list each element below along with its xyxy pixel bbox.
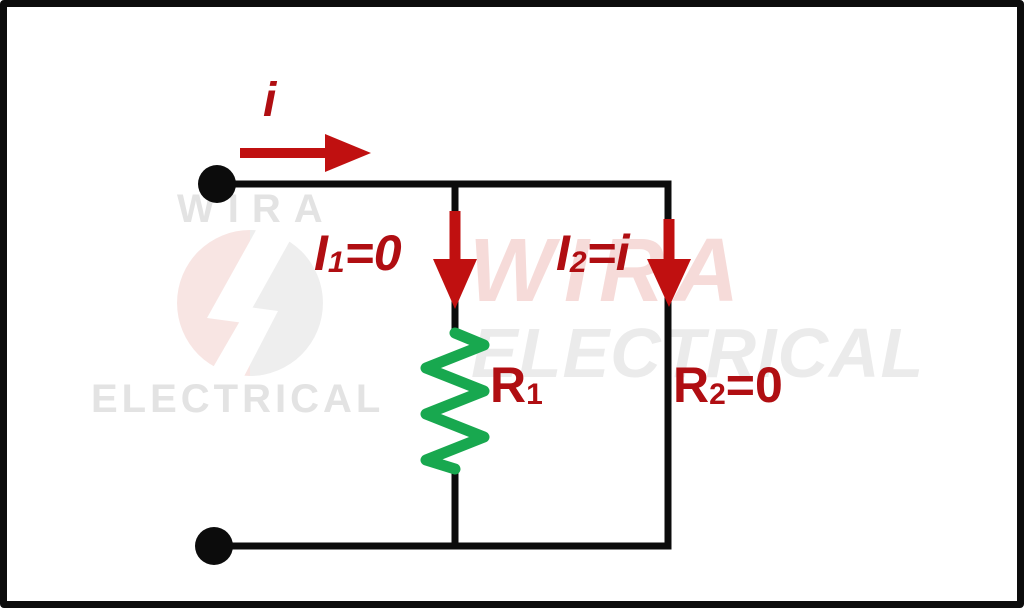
watermark-logo-electrical-text: ELECTRICAL	[91, 377, 385, 421]
watermark-banner-wira: WIRA	[469, 221, 749, 321]
lightning-bolt-icon	[204, 307, 278, 388]
branch2-current-label: I2=i	[556, 225, 630, 281]
branch1-current-arrowhead	[433, 259, 477, 309]
source-current-arrowhead	[325, 134, 371, 172]
watermark-logo-wira-text: WIRA	[177, 187, 336, 231]
terminal-bottom	[195, 527, 233, 565]
source-current-label: i	[263, 74, 277, 127]
branch2-current-arrowhead	[647, 259, 691, 307]
resistor-r1-zigzag	[420, 327, 490, 475]
watermark-layer: WIRA ELECTRICAL WIRA ELECTRICAL	[7, 7, 1017, 601]
label-layer: i I1=0 I2=i R1 R2=0	[7, 7, 1017, 601]
resistor2-label: R2=0	[673, 357, 783, 413]
lightning-bolt-icon	[207, 223, 297, 323]
resistor1-label: R1	[490, 357, 543, 413]
outer-loop-wire	[214, 180, 672, 550]
watermark-logo-circle	[177, 223, 323, 388]
circuit-svg	[195, 134, 691, 565]
branch1-current-label: I1=0	[314, 225, 402, 281]
watermark-banner-electrical: ELECTRICAL	[471, 314, 925, 392]
terminal-top	[198, 165, 236, 203]
